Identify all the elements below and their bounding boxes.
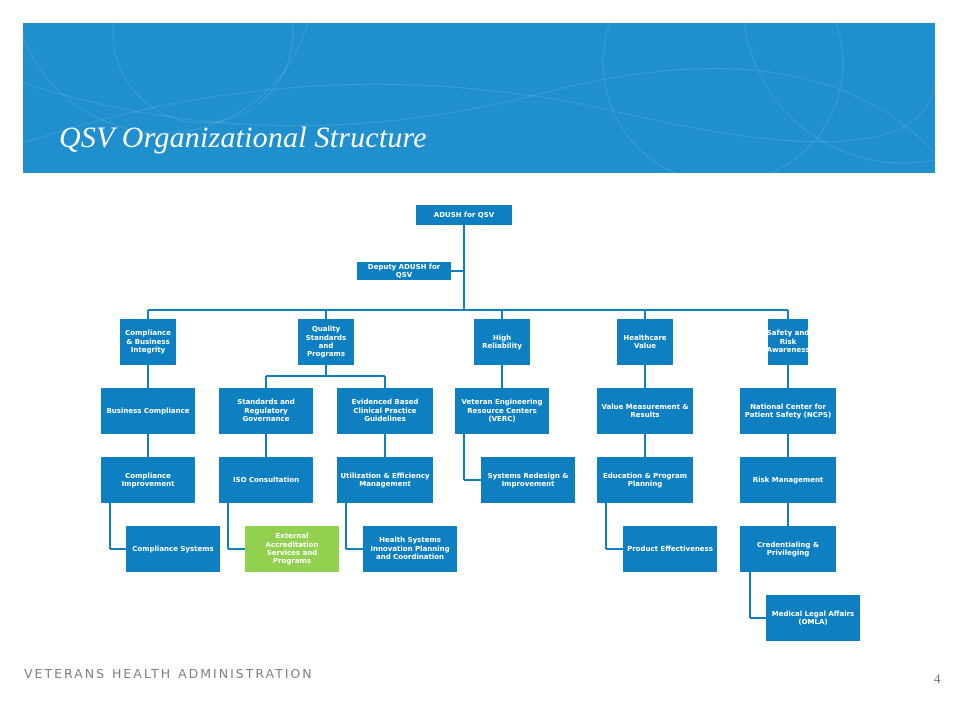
org-node-label: Compliance Systems	[132, 544, 214, 553]
org-node-label: Compliance & Business Integrity	[125, 329, 171, 355]
org-node-label: Value Measurement & Results	[601, 402, 689, 419]
org-node-compliance-improvement: Compliance Improvement	[101, 457, 195, 503]
org-node-label: ADUSH for QSV	[433, 211, 495, 219]
org-node-label: Utilization & Efficiency Management	[340, 471, 430, 488]
org-node-safety-head: Safety and Risk Awareness	[768, 319, 808, 365]
org-node-root: ADUSH for QSV	[416, 205, 512, 225]
org-node-label: Standards and Regulatory Governance	[237, 398, 295, 424]
org-node-education-planning: Education & Program Planning	[597, 457, 693, 503]
footer-text: VETERANS HEALTH ADMINISTRATION	[24, 666, 314, 681]
org-node-ncps: National Center for Patient Safety (NCPS…	[740, 388, 836, 434]
org-node-label: Healthcare Value	[623, 333, 667, 350]
org-node-label: Health Systems Innovation Planning and C…	[370, 536, 450, 562]
org-node-label: Business Compliance	[106, 406, 190, 415]
page-title: QSV Organizational Structure	[59, 121, 427, 154]
org-node-label: Safety and Risk Awareness	[768, 329, 808, 355]
org-node-quality-head: Quality Standards and Programs	[298, 319, 354, 365]
org-node-value-head: Healthcare Value	[617, 319, 673, 365]
org-node-utilization-management: Utilization & Efficiency Management	[337, 457, 433, 503]
org-node-label: Quality Standards and Programs	[305, 325, 347, 359]
org-node-label: Risk Management	[752, 475, 824, 484]
org-node-standards-governance: Standards and Regulatory Governance	[219, 388, 313, 434]
org-node-product-effectiveness: Product Effectiveness	[623, 526, 717, 572]
title-banner: QSV Organizational Structure	[23, 23, 935, 173]
org-node-systems-redesign: Systems Redesign & Improvement	[481, 457, 575, 503]
org-node-compliance-head: Compliance & Business Integrity	[120, 319, 176, 365]
org-node-label: Product Effectiveness	[627, 544, 713, 553]
org-node-label: Evidenced Based Clinical Practice Guidel…	[351, 398, 419, 424]
org-node-iso-consultation: ISO Consultation	[219, 457, 313, 503]
org-node-omla: Medical Legal Affairs (OMLA)	[766, 595, 860, 641]
org-node-label: ISO Consultation	[232, 475, 300, 484]
org-node-label: Veteran Engineering Resource Centers (VE…	[461, 398, 543, 424]
page-number: 4	[934, 671, 941, 686]
org-node-label: High Reliability	[482, 333, 522, 350]
org-node-label: Deputy ADUSH for QSV	[367, 262, 441, 279]
org-node-reliability-head: High Reliability	[474, 319, 530, 365]
org-node-health-systems-innovation: Health Systems Innovation Planning and C…	[363, 526, 457, 572]
org-node-credentialing: Credentialing & Privileging	[740, 526, 836, 572]
banner-decoration	[23, 23, 935, 173]
org-node-external-accreditation: External Accreditation Services and Prog…	[245, 526, 339, 572]
org-node-label: Systems Redesign & Improvement	[487, 471, 569, 488]
org-node-value-measurement: Value Measurement & Results	[597, 388, 693, 434]
org-node-risk-management: Risk Management	[740, 457, 836, 503]
org-node-label: Compliance Improvement	[121, 471, 175, 488]
org-node-deputy: Deputy ADUSH for QSV	[357, 262, 451, 280]
org-node-label: National Center for Patient Safety (NCPS…	[744, 402, 832, 419]
org-node-verc: Veteran Engineering Resource Centers (VE…	[455, 388, 549, 434]
org-node-clinical-guidelines: Evidenced Based Clinical Practice Guidel…	[337, 388, 433, 434]
org-node-business-compliance: Business Compliance	[101, 388, 195, 434]
org-node-label: Education & Program Planning	[602, 471, 688, 488]
org-node-label: External Accreditation Services and Prog…	[265, 532, 319, 566]
org-node-label: Credentialing & Privileging	[757, 540, 819, 557]
org-node-compliance-systems: Compliance Systems	[126, 526, 220, 572]
org-node-label: Medical Legal Affairs (OMLA)	[771, 609, 855, 626]
